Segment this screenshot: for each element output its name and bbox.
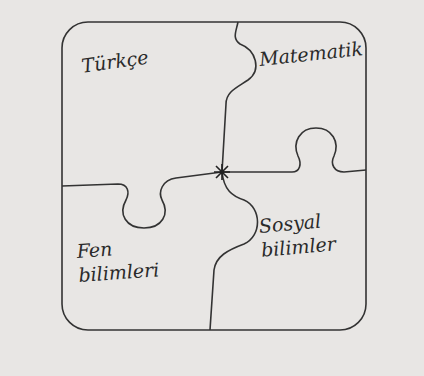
- puzzle-seam: [62, 172, 222, 228]
- subject-label: Matematik: [258, 38, 360, 72]
- puzzle-piece: Fen bilimleri: [76, 233, 179, 287]
- puzzle-piece: Sosyal bilimler: [258, 207, 358, 263]
- puzzle-seam: [222, 128, 366, 172]
- puzzle-seam: [210, 172, 258, 330]
- subject-label: Sosyal bilimler: [258, 207, 358, 263]
- puzzle-piece: Türkçe: [80, 37, 212, 79]
- subject-label: Fen bilimleri: [76, 233, 179, 287]
- puzzle-piece: Matematik: [258, 38, 360, 72]
- center-mark: [214, 164, 230, 180]
- puzzle-seam: [222, 22, 256, 172]
- puzzle-outline: [62, 22, 366, 330]
- subject-label: Türkçe: [80, 37, 212, 79]
